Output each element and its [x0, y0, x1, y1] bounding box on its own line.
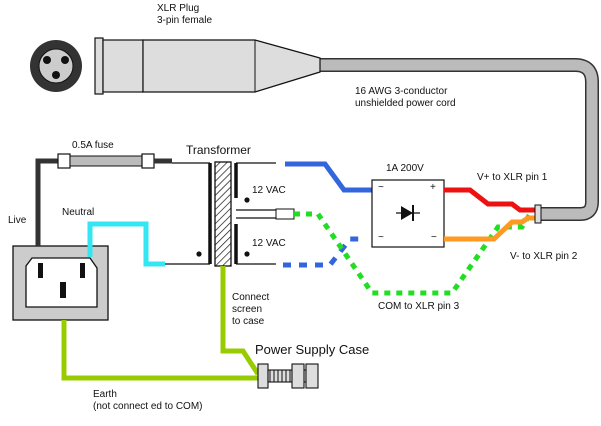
xlr-plug-label: XLR Plug 3-pin female	[157, 3, 213, 26]
com-label: COM to XLR pin 3	[378, 301, 460, 312]
plus-symbol: +	[430, 182, 436, 193]
live-label: Live	[8, 215, 27, 226]
power-cord-label: 16 AWG 3-conductor unshielded power cord	[355, 86, 456, 109]
power-cord-cable-fill	[318, 59, 598, 220]
v-minus-label: V- to XLR pin 2	[510, 251, 578, 262]
rectifier-label: 1A 200V	[386, 163, 424, 174]
neutral-wire	[87, 221, 165, 267]
v-plus-label: V+ to XLR pin 1	[477, 172, 548, 183]
vac-bottom-label: 12 VAC	[252, 238, 286, 249]
neutral-label: Neutral	[62, 207, 95, 218]
live-wire	[35, 158, 58, 246]
earth-wire	[61, 320, 258, 381]
transformer-label: Transformer	[186, 143, 251, 157]
fuse-label: 0.5A fuse	[72, 140, 114, 151]
ac-wire-bottom	[283, 236, 362, 268]
connect-screen-label: Connect screen to case	[232, 292, 270, 327]
xlr-plug-icon	[94, 37, 321, 95]
v-minus-wire	[444, 215, 537, 242]
minus-symbol: −	[431, 232, 437, 243]
cable-junction	[534, 204, 542, 224]
mains-inlet-icon	[12, 245, 109, 321]
earth-label: Earth (not connect ed to COM)	[93, 389, 203, 412]
screen-wire	[220, 266, 261, 376]
vac-top-label: 12 VAC	[252, 185, 286, 196]
ac-wire-top	[285, 161, 372, 193]
centre-tap-connector	[275, 208, 295, 220]
fuse-icon	[57, 153, 155, 169]
earth-bolt-icon	[257, 363, 319, 389]
ac-symbol-top: ~	[378, 182, 384, 193]
bridge-rectifier-icon	[371, 179, 445, 248]
power-supply-case-label: Power Supply Case	[255, 342, 370, 357]
v-plus-wire	[444, 187, 537, 213]
xlr-socket-icon	[30, 40, 82, 92]
ac-symbol-bottom: ~	[378, 232, 384, 243]
transformer-icon	[196, 161, 250, 267]
